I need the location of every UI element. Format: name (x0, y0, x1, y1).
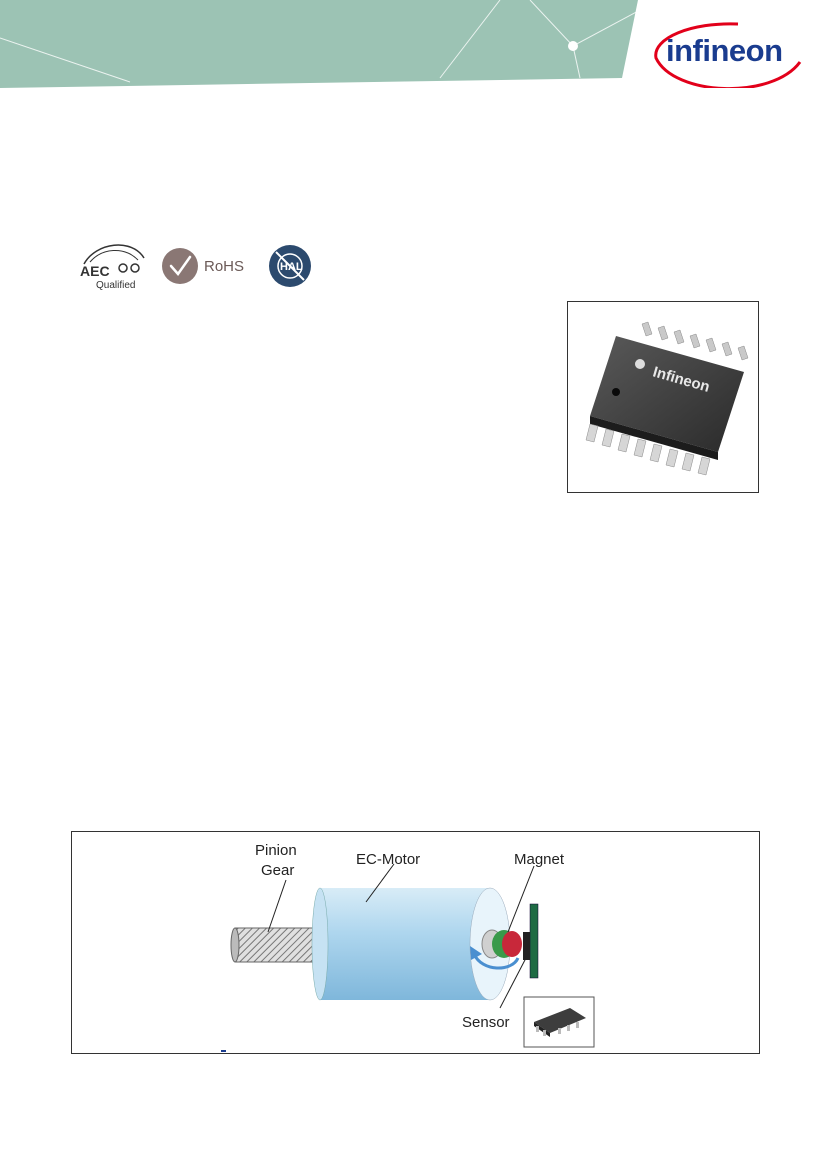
label-magnet: Magnet (514, 851, 565, 868)
header-band (0, 0, 641, 88)
chip-package-image: Infineon (567, 301, 759, 493)
logo-wordmark: infineon (666, 33, 783, 68)
aec-text: AEC (80, 263, 110, 279)
label-gear: Gear (261, 862, 295, 879)
rohs-label: RoHS (204, 258, 245, 275)
rohs-checkmark-icon (162, 248, 198, 284)
label-pinion: Pinion (255, 842, 297, 859)
infineon-logo: infineon (652, 18, 802, 88)
ec-motor-diagram (221, 863, 595, 1052)
certification-badges: AEC Qualified HAL RoHS (76, 238, 336, 296)
tssop16-package-image: Infineon (585, 321, 749, 476)
label-ec-motor: EC-Motor (356, 851, 421, 868)
hal-text: HAL (280, 261, 303, 273)
label-sensor: Sensor (462, 1014, 510, 1031)
halogen-free-icon: HAL (269, 245, 311, 287)
qualified-text: Qualified (96, 280, 135, 291)
application-diagram: Pinion Gear EC-Motor Magnet Sensor (71, 831, 760, 1054)
aec-qualified-icon: AEC Qualified (80, 244, 145, 291)
